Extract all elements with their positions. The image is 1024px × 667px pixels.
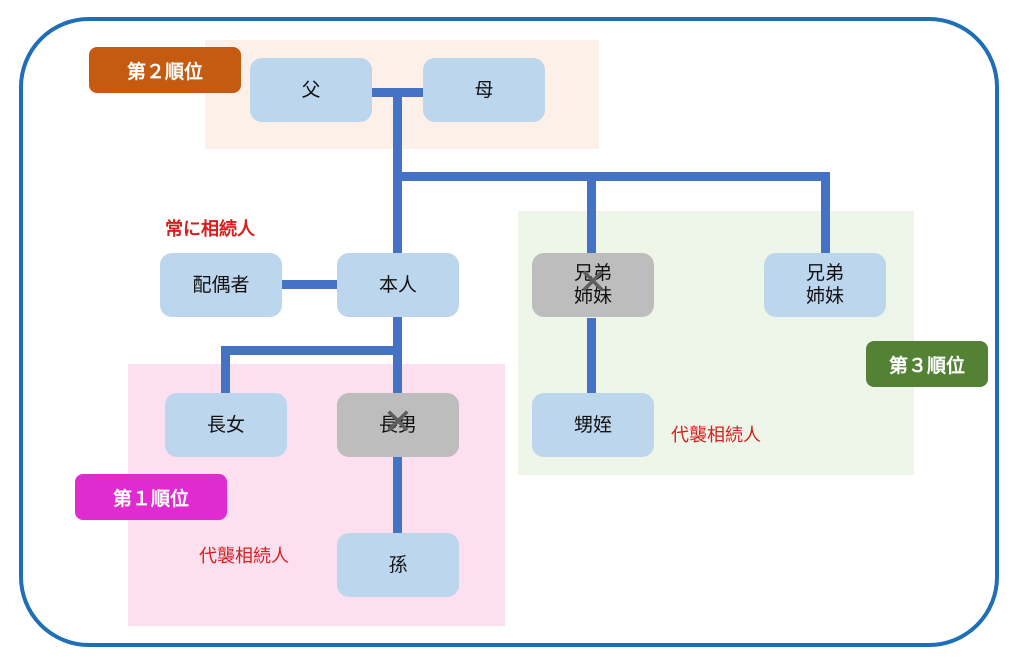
connector-siblings-bar <box>393 172 830 181</box>
node-eldest-son: 長男✕ <box>337 393 459 457</box>
node-label: 配偶者 <box>192 273 250 296</box>
node-label: 長男 <box>378 413 417 436</box>
node-self: 本人 <box>337 253 459 317</box>
substitute-heir-label-rank1: 代襲相続人 <box>199 546 289 567</box>
node-sibling: 兄弟 姉妹 <box>764 253 886 317</box>
rank3-badge: 第３順位 <box>866 341 988 387</box>
node-label: 父 <box>301 78 321 101</box>
connector-to-sibling-deceased <box>587 172 596 254</box>
rank1-badge: 第１順位 <box>75 474 227 520</box>
node-label: 本人 <box>378 273 417 296</box>
node-spouse: 配偶者 <box>160 253 282 317</box>
node-label: 孫 <box>388 553 408 576</box>
deceased-x-icon: ✕ <box>577 262 609 304</box>
node-label: 兄弟 姉妹 <box>805 262 844 307</box>
node-nephew-niece: 甥姪 <box>532 393 654 457</box>
connector-children-bar <box>221 346 402 355</box>
connector-to-nephew <box>587 318 596 393</box>
connector-to-daughter <box>221 346 230 393</box>
connector-parents-to-self <box>393 88 402 253</box>
node-label: 兄弟 姉妹 <box>573 262 612 307</box>
connector-to-grandchild <box>393 457 402 533</box>
node-label: 甥姪 <box>573 413 612 436</box>
connector-to-sibling <box>821 172 830 254</box>
deceased-x-icon: ✕ <box>382 402 414 444</box>
substitute-heir-label-rank3: 代襲相続人 <box>671 425 761 446</box>
connector-self-to-children <box>393 317 402 393</box>
node-father: 父 <box>250 58 372 122</box>
connector-spouse <box>281 280 337 289</box>
node-mother: 母 <box>423 58 545 122</box>
always-heir-label: 常に相続人 <box>165 219 255 240</box>
rank2-badge: 第２順位 <box>89 47 241 93</box>
node-eldest-daughter: 長女 <box>165 393 287 457</box>
diagram-frame <box>19 17 999 647</box>
node-label: 母 <box>474 78 494 101</box>
node-label: 長女 <box>206 413 245 436</box>
node-sibling-deceased: 兄弟 姉妹✕ <box>532 253 654 317</box>
node-grandchild: 孫 <box>337 533 459 597</box>
